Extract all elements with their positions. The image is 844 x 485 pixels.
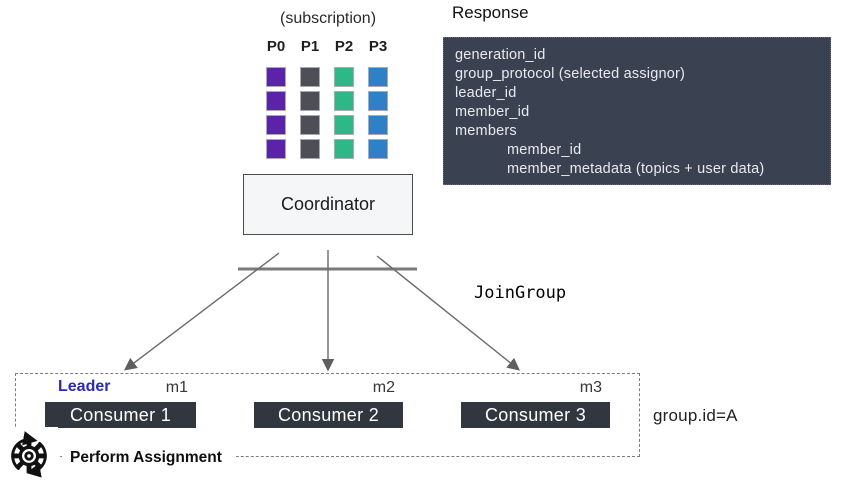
joingroup-label: JoinGroup [474,283,567,303]
leader-label: Leader [58,378,111,395]
perform-assignment-label: Perform Assignment [62,448,236,468]
partition-cell-p1-row1 [300,91,320,111]
partition-cell-p0-row1 [266,91,286,111]
partition-label-3: P3 [368,38,388,55]
partition-cell-p1-row2 [300,115,320,135]
subscription-label: (subscription) [279,10,377,27]
partition-cell-p1-row0 [300,67,320,87]
partition-cell-p2-row3 [334,139,354,159]
group-id-label: group.id=A [653,406,738,425]
partition-cell-p0-row3 [266,139,286,159]
response-field: leader_id [455,85,517,101]
consumer-box: Consumer 2 [254,402,403,428]
member-id-label: m2 [372,379,395,396]
response-title: Response [452,3,529,22]
consumer-box: Consumer 3 [461,402,610,428]
member-id-label: m3 [579,379,602,396]
coordinator-box: Coordinator [243,174,413,235]
partition-labels: P0 P1 P2 P3 [266,38,388,55]
response-field: member_metadata (topics + user data) [507,161,765,177]
arrow-coordinator-to-consumer1 [123,252,280,371]
response-field: group_protocol (selected assignor) [455,66,686,82]
partition-cell-p2-row2 [334,115,354,135]
consumer-group-box [15,373,640,457]
partition-grid [266,67,388,159]
partition-cell-p0-row2 [266,115,286,135]
partition-label-2: P2 [334,38,354,55]
partition-cell-p0-row0 [266,67,286,87]
response-field: member_id [455,104,530,120]
member-id-label: m1 [165,379,188,396]
arrow-coordinator-to-consumer3 [376,255,520,371]
partition-cell-p3-row2 [368,115,388,135]
sync-arrows-icon [11,431,47,478]
partition-label-1: P1 [300,38,320,55]
partition-cell-p3-row1 [368,91,388,111]
response-field: member_id [507,142,582,158]
response-box: generation_id group_protocol (selected as… [443,37,831,185]
partition-cell-p2-row0 [334,67,354,87]
consumer-box: Consumer 1 [45,402,196,428]
partition-cell-p2-row1 [334,91,354,111]
response-field: members [455,123,517,139]
perform-assignment-gear-icon [2,427,58,483]
partition-label-0: P0 [266,38,286,55]
partition-cell-p3-row0 [368,67,388,87]
response-field: generation_id [455,47,546,63]
partition-cell-p1-row3 [300,139,320,159]
coordinator-label: Coordinator [280,194,376,214]
partition-cell-p3-row3 [368,139,388,159]
